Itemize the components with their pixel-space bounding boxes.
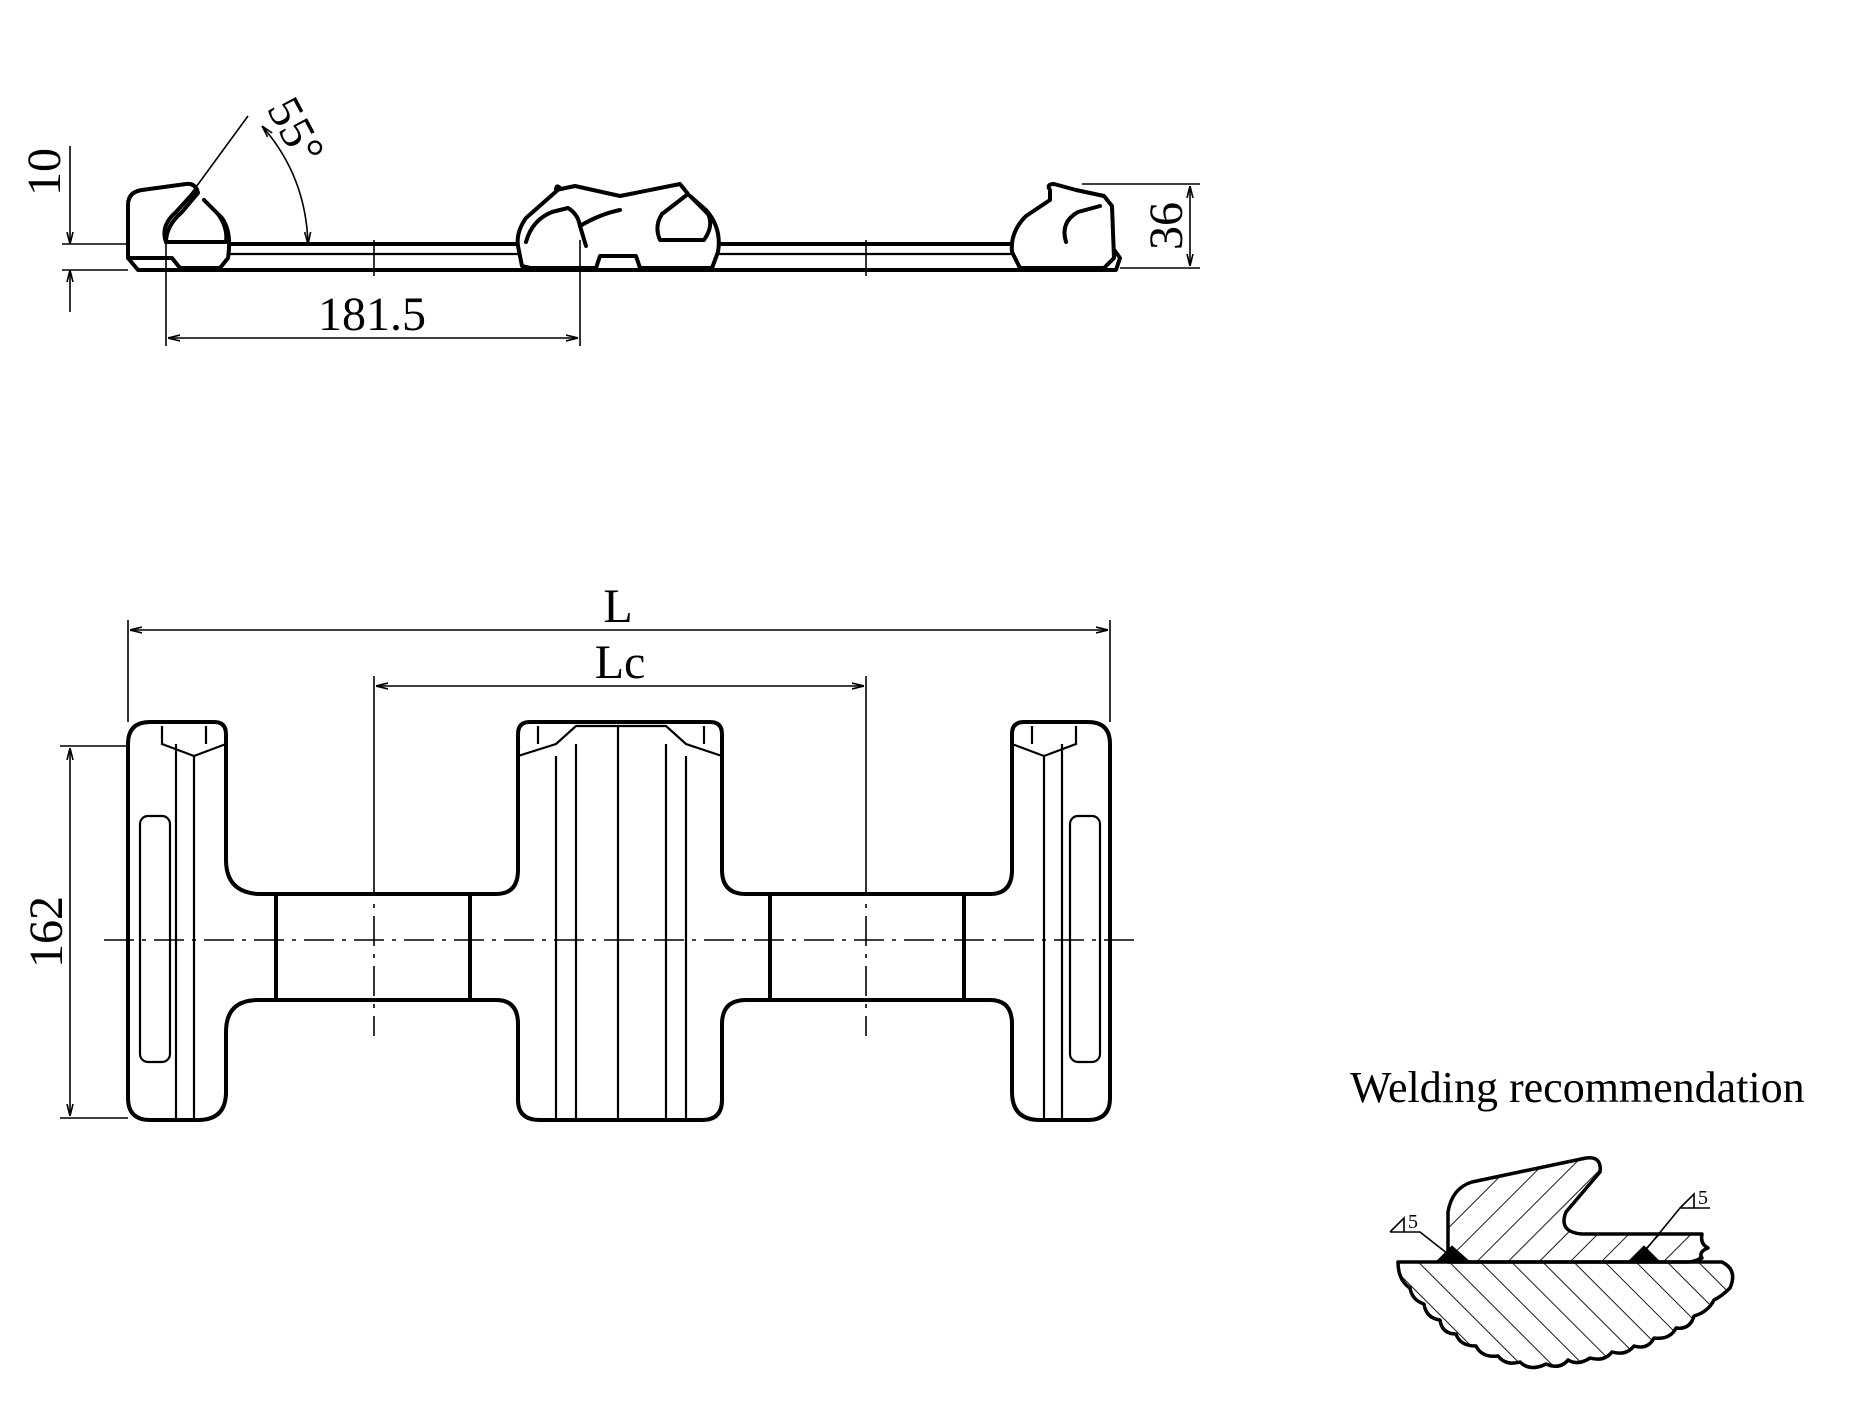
weld-symbol-left: [1389, 1216, 1405, 1233]
dim-height-small: 10: [18, 148, 71, 196]
angle-leader: [187, 115, 249, 199]
weld-base: [1396, 1260, 1735, 1370]
weld-bead-right: [1626, 1245, 1662, 1263]
top-view: L Lc 162: [20, 580, 1136, 1122]
top-pin-left: [274, 892, 472, 1002]
weld-size-right: 5: [1698, 1187, 1708, 1209]
top-pin-right: [768, 892, 966, 1002]
right-pad-slot: [1068, 814, 1102, 1064]
right-grouser-top: [1011, 726, 1078, 758]
angle-arc: [262, 126, 308, 244]
dim-height-total: 36: [1140, 202, 1193, 250]
weld-plate: [1446, 1156, 1710, 1264]
dim-total-length: L: [603, 580, 632, 633]
weld-size-left: 5: [1408, 1211, 1418, 1233]
welding-title: Welding recommendation: [1350, 1063, 1805, 1112]
side-left-grouser: [126, 181, 232, 270]
dim-width: 162: [20, 896, 73, 968]
welding-detail: Welding recommendation 5 5: [1350, 1063, 1805, 1370]
weld-bead-left: [1434, 1245, 1472, 1263]
angle-dimension: 55°: [257, 89, 335, 173]
left-grouser-top: [160, 726, 227, 758]
dim-pitch: 181.5: [318, 288, 426, 341]
side-view: 55° 10 36 181.5: [18, 89, 1200, 346]
weld-symbol-right: [1679, 1192, 1695, 1209]
side-right-grouser: [1009, 182, 1116, 270]
side-middle-hook-left: [524, 206, 588, 248]
side-left-hook: [162, 188, 198, 244]
side-middle-grouser: [515, 182, 721, 270]
middle-grouser-top: [517, 724, 723, 758]
side-right-hook: [1062, 204, 1102, 244]
weld-leader-left: [1390, 1231, 1449, 1255]
side-middle-hook-line: [578, 208, 622, 228]
left-pad-slot: [138, 814, 172, 1064]
dim-center-length: Lc: [595, 636, 646, 689]
